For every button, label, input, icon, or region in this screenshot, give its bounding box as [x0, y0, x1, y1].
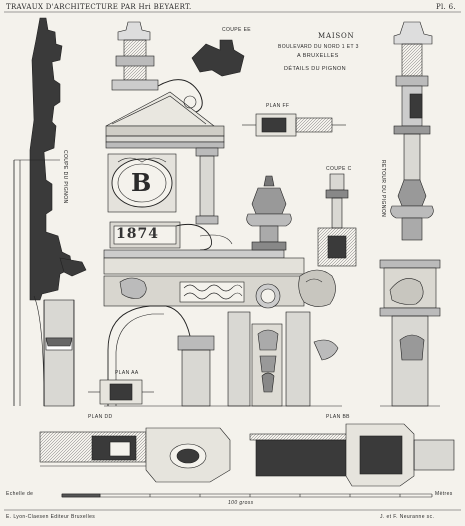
label-plan-bb: PLAN BB: [326, 414, 350, 420]
city-line: A BRUXELLES: [297, 53, 339, 59]
section-coupe-ee: [191, 39, 245, 77]
series-title: TRAVAUX D'ARCHITECTURE PAR Hri BEYAERT.: [6, 3, 192, 11]
plan-aa-drawing: [88, 379, 154, 405]
scale-center-label: 100 gross: [228, 500, 254, 506]
plan-dd-drawing: [39, 427, 231, 483]
monogram-letter: B: [131, 168, 152, 197]
label-plan-dd: PLAN DD: [88, 414, 113, 420]
ram-head-carving: [298, 269, 336, 307]
plate-number: Pl. 6.: [436, 3, 456, 11]
publisher-credit: E. Lyon-Claesen Editeur Bruxelles: [6, 514, 96, 520]
label-coupe-ee: COUPE EE: [222, 27, 252, 33]
gable-elevation: [103, 21, 342, 407]
scale-right-label: Mètres: [435, 491, 453, 497]
urn-finial: [246, 175, 292, 251]
building-title: MAISON: [318, 32, 355, 40]
plan-ff-drawing: [242, 113, 346, 137]
label-coupe-c: COUPE C: [326, 166, 352, 172]
address-line: BOULEVARD DU NORD 1 ET 3: [278, 44, 359, 50]
scale-left-label: Echelle de: [6, 491, 34, 497]
section-pignon: [13, 17, 87, 407]
plan-bb-drawing: [249, 423, 455, 487]
date-panel: 1874: [116, 226, 159, 242]
scale-bar: [61, 493, 433, 498]
subject-line: DÉTAILS DU PIGNON: [284, 66, 347, 72]
section-coupe-c: [317, 173, 357, 267]
retour-pignon-elevation: [379, 21, 441, 407]
label-plan-ff: PLAN FF: [266, 103, 290, 109]
label-plan-aa: PLAN AA: [115, 370, 139, 376]
engraver-credit: J. et F. Neuranne sc.: [380, 514, 435, 520]
